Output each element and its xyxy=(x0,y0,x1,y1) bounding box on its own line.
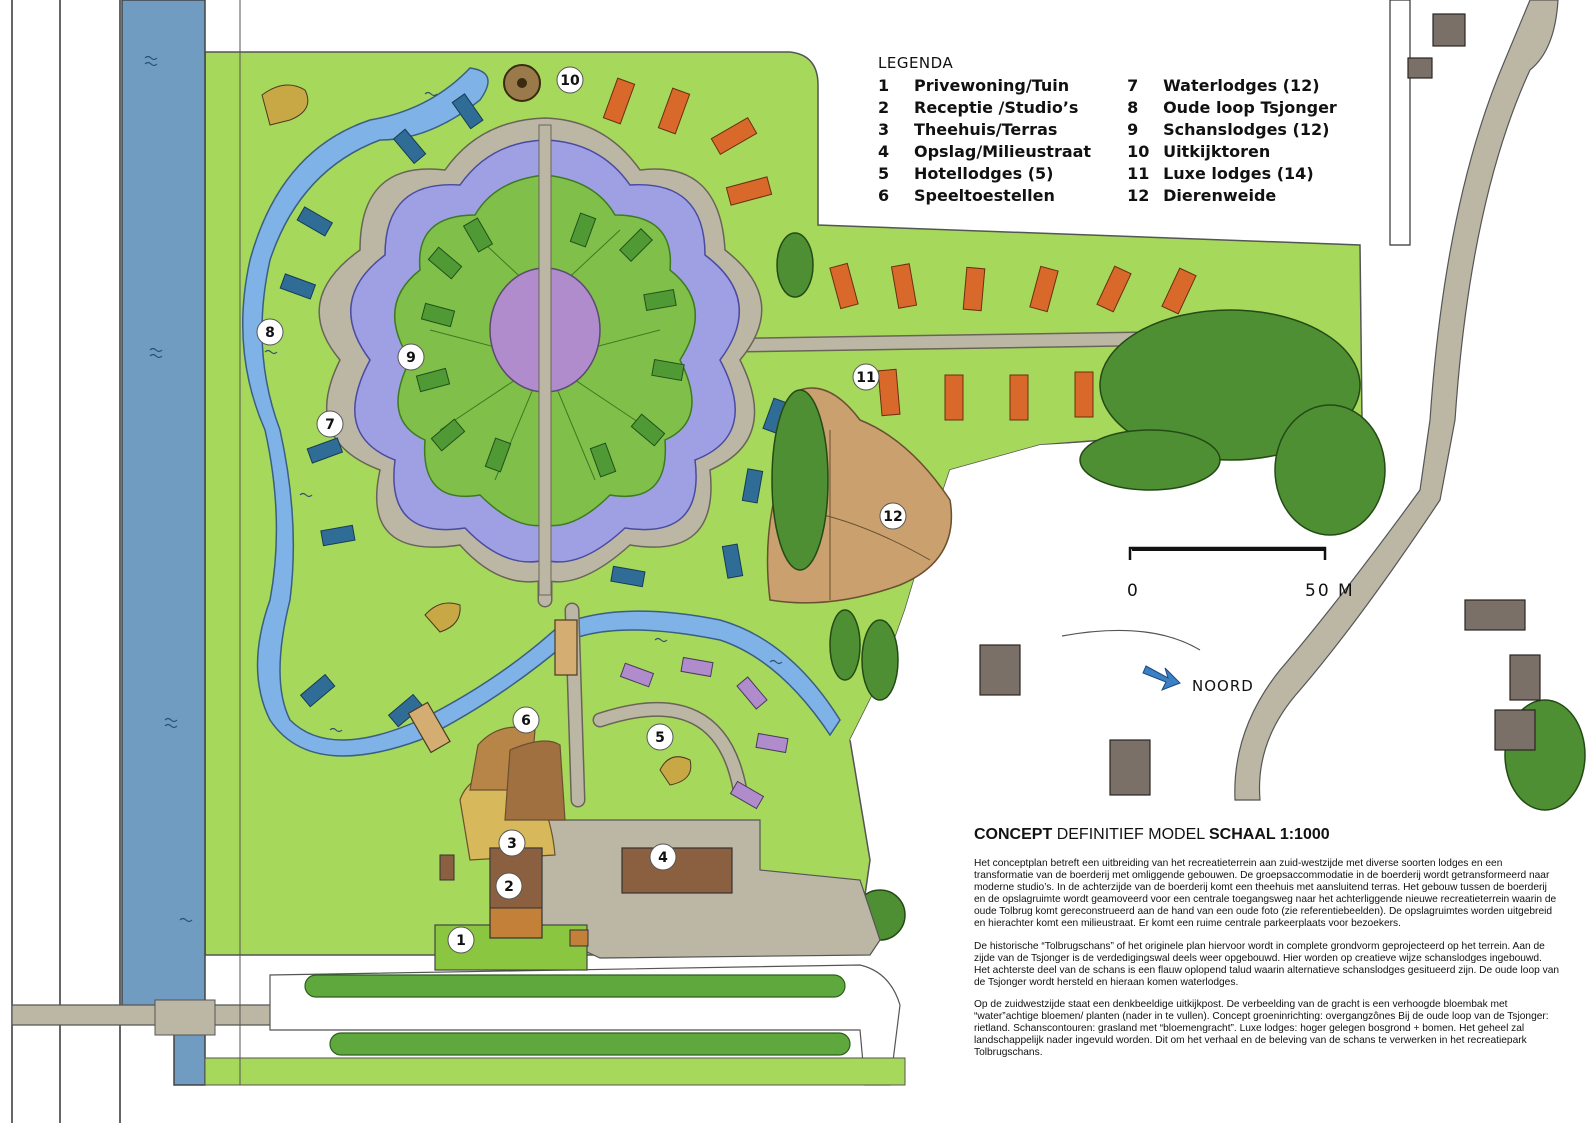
legend-label: Speeltoestellen xyxy=(914,186,1055,205)
map-marker-label: 3 xyxy=(507,836,517,852)
legend-label: Luxe lodges (14) xyxy=(1163,164,1314,183)
legend-num: 10 xyxy=(1127,142,1150,161)
concept-paragraph: De historische “Tolbrugschans” of het or… xyxy=(974,940,1560,988)
concept-title-scale: SCHAAL 1:1000 xyxy=(1209,826,1330,843)
legend-num: 11 xyxy=(1127,164,1150,183)
legend-num: 4 xyxy=(878,142,890,161)
legend-item: 10 Uitkijktoren xyxy=(1127,141,1337,163)
north-arrow-icon xyxy=(1142,665,1181,691)
legend-item: 6 Speeltoestellen xyxy=(878,185,1091,207)
map-marker-label: 11 xyxy=(856,370,875,386)
concept-description: Het conceptplan betreft een uitbreiding … xyxy=(974,858,1560,1069)
legend-num: 6 xyxy=(878,186,890,205)
map-marker-label: 4 xyxy=(658,850,668,866)
map-marker-label: 9 xyxy=(406,350,416,366)
map-marker xyxy=(498,829,526,857)
map-marker xyxy=(649,843,677,871)
legend-item: 4 Opslag/Milieustraat xyxy=(878,141,1091,163)
map-marker xyxy=(256,318,284,346)
scale-start-label: 0 xyxy=(1127,581,1138,601)
legend-col-right: 7 Waterlodges (12) 8 Oude loop Tsjonger 9 S… xyxy=(1127,75,1337,207)
bridge-west xyxy=(407,701,451,754)
legend-label: Receptie /Studio’s xyxy=(914,98,1079,117)
legend-label: Theehuis/Terras xyxy=(914,120,1058,139)
legend-num: 9 xyxy=(1127,120,1139,139)
legend-label: Waterlodges (12) xyxy=(1163,76,1320,95)
scale-end-label: 50 M xyxy=(1305,581,1355,601)
legend-item: 2 Receptie /Studio’s xyxy=(878,97,1091,119)
building-4 xyxy=(621,847,733,894)
legend-num: 12 xyxy=(1127,186,1150,205)
legend-item: 1 Privewoning/Tuin xyxy=(878,75,1091,97)
legend-num: 1 xyxy=(878,76,890,95)
map-marker-label: 12 xyxy=(883,509,902,525)
legend-label: Oude loop Tsjonger xyxy=(1163,98,1337,117)
concept-title: CONCEPT DEFINITIEF MODEL SCHAAL 1:1000 xyxy=(974,826,1330,844)
canal xyxy=(121,0,206,1086)
legend-item: 9 Schanslodges (12) xyxy=(1127,119,1337,141)
legend-num: 2 xyxy=(878,98,890,117)
map-marker xyxy=(316,410,344,438)
map-marker xyxy=(646,723,674,751)
north-label: NOORD xyxy=(1192,677,1254,695)
bridge-main xyxy=(554,619,578,676)
river-old-loop xyxy=(241,67,841,757)
concept-paragraph: Het conceptplan betreft een uitbreiding … xyxy=(974,858,1557,930)
legend-label: Uitkijktoren xyxy=(1163,142,1271,161)
map-marker xyxy=(852,363,880,391)
map-marker xyxy=(512,706,540,734)
map-marker-label: 8 xyxy=(265,325,275,341)
concept-title-bold: CONCEPT xyxy=(974,826,1053,843)
legend-item: 5 Hotellodges (5) xyxy=(878,163,1091,185)
legend-label: Privewoning/Tuin xyxy=(914,76,1070,95)
legend: LEGENDA 1 Privewoning/Tuin 2 Receptie /Stu… xyxy=(878,54,1337,207)
map-marker xyxy=(879,502,907,530)
concept-paragraph: Op de zuidwestzijde staat een denkbeeldi… xyxy=(974,998,1549,1059)
map-marker xyxy=(397,343,425,371)
legend-num: 3 xyxy=(878,120,890,139)
legend-item: 7 Waterlodges (12) xyxy=(1127,75,1337,97)
map-marker xyxy=(447,926,475,954)
legend-item: 12 Dierenweide xyxy=(1127,185,1337,207)
map-marker-label: 5 xyxy=(655,730,665,746)
legend-col-left: 1 Privewoning/Tuin 2 Receptie /Studio’s 3 T… xyxy=(878,75,1091,207)
concept-title-mid: DEFINITIEF MODEL xyxy=(1056,826,1205,843)
map-marker xyxy=(495,872,523,900)
map-marker-label: 2 xyxy=(504,879,514,895)
legend-num: 7 xyxy=(1127,76,1139,95)
legend-title: LEGENDA xyxy=(878,54,954,72)
map-marker-label: 7 xyxy=(325,417,335,433)
legend-item: 3 Theehuis/Terras xyxy=(878,119,1091,141)
legend-num: 5 xyxy=(878,164,890,183)
legend-item: 8 Oude loop Tsjonger xyxy=(1127,97,1337,119)
legend-item: 11 Luxe lodges (14) xyxy=(1127,163,1337,185)
map-marker-label: 10 xyxy=(560,73,580,89)
legend-label: Dierenweide xyxy=(1163,186,1277,205)
legend-label: Schanslodges (12) xyxy=(1163,120,1330,139)
map-marker xyxy=(556,66,584,94)
map-marker-label: 6 xyxy=(521,713,531,729)
legend-label: Opslag/Milieustraat xyxy=(914,142,1092,161)
east-road xyxy=(1234,0,1559,801)
legend-num: 8 xyxy=(1127,98,1139,117)
legend-label: Hotellodges (5) xyxy=(914,164,1054,183)
map-marker-label: 1 xyxy=(456,933,466,949)
